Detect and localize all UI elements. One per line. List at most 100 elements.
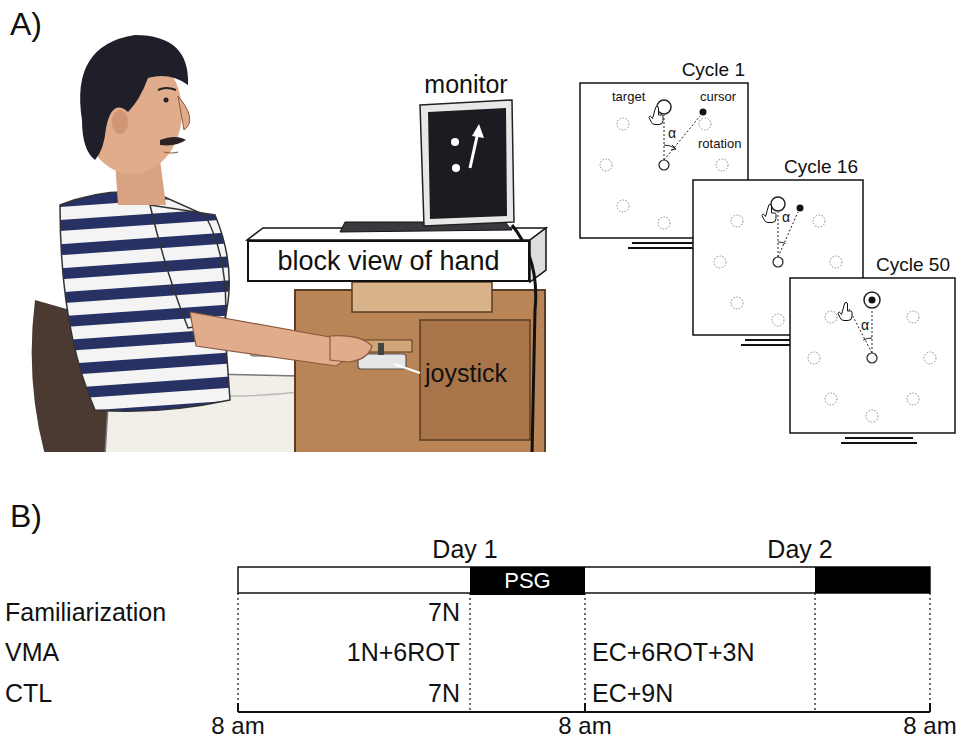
block-code: EC+6ROT+3N — [592, 640, 755, 665]
box-label: block view of hand — [277, 248, 499, 275]
screen-arrow — [470, 132, 478, 168]
joystick-stick — [378, 343, 384, 355]
screen-cycle-16-drawing — [830, 256, 842, 268]
screen-cycle-1-drawing — [600, 159, 612, 171]
block-code: 7N — [428, 681, 460, 706]
cycle-heading: Cycle 1 — [682, 60, 745, 79]
screen-cycle-50-drawing — [872, 309, 873, 353]
row-label: Familiarization — [5, 600, 166, 625]
block-code: 7N — [428, 600, 460, 625]
hair — [80, 35, 188, 160]
screen-panel: Cycle 16 α — [693, 156, 863, 335]
hand — [330, 336, 372, 362]
angle-symbol: α — [668, 126, 676, 140]
laptop-bezel — [420, 100, 514, 226]
screen-cycle-1-drawing — [658, 217, 670, 229]
angle-symbol: α — [782, 210, 790, 224]
striped-shirt — [13, 181, 288, 426]
day-heading: Day 1 — [432, 537, 497, 562]
mouth — [164, 152, 178, 153]
screen-cycle-1-drawing — [632, 242, 700, 244]
screen-cycle-50-drawing — [907, 311, 919, 323]
screen-cycle-1-drawing — [657, 100, 671, 114]
panel-letter: A) — [10, 8, 42, 40]
screen-cycle-16-drawing — [731, 215, 743, 227]
eyebrow — [158, 88, 176, 90]
forearm — [190, 312, 352, 366]
striped-shirt — [14, 205, 274, 234]
screen-cycle-1-drawing — [617, 200, 629, 212]
screen-cycle-50-drawing — [841, 442, 917, 444]
timeline-dotted-divider — [814, 593, 815, 712]
band-label: PSG — [504, 570, 550, 592]
row-label: VMA — [5, 640, 59, 665]
day-heading: Day 2 — [767, 537, 832, 562]
screen-cycle-50-drawing — [790, 278, 955, 443]
timeline-dotted-divider — [238, 593, 930, 712]
screen-cycle-50-drawing — [838, 303, 852, 321]
screen-cycle-50-drawing — [863, 338, 872, 340]
time-axis — [929, 703, 931, 712]
striped-shirt — [26, 373, 286, 402]
screen-dot — [451, 138, 459, 146]
screen-cycle-50-drawing — [907, 393, 919, 405]
screen-cycle-16-drawing — [773, 257, 783, 267]
person-at-desk-illustration — [13, 35, 546, 452]
striped-shirt — [19, 277, 279, 306]
timeline-dotted-divider — [469, 593, 470, 712]
screen-cycle-50-drawing — [825, 393, 837, 405]
cycle-heading: Cycle 50 — [876, 255, 950, 274]
view-blocker-box: block view of hand — [247, 240, 530, 282]
screen-cycle-1-drawing — [649, 107, 663, 125]
screen-cycle-16-drawing — [771, 197, 785, 211]
striped-shirt — [16, 229, 276, 258]
time-axis — [237, 703, 239, 712]
sleep-band: PSG — [470, 567, 585, 595]
time-axis — [238, 703, 930, 712]
screen-cycle-50-drawing — [790, 278, 955, 433]
screen-cycle-1-drawing — [664, 116, 700, 160]
wooden-stand — [352, 282, 492, 312]
screen-cycle-50-drawing — [825, 311, 837, 323]
screen-cycle-16-drawing — [762, 205, 776, 223]
screen-cycle-16-drawing — [731, 297, 743, 309]
rotation-label: rotation — [698, 137, 741, 150]
screen-cycle-16-drawing — [778, 212, 779, 257]
ear — [112, 110, 128, 134]
block-side-face — [530, 228, 546, 282]
timeline-dotted-divider — [584, 593, 585, 712]
screen-cycle-1-drawing — [664, 115, 665, 160]
screen-arrowhead — [472, 124, 484, 138]
part-name: monitor — [424, 72, 507, 97]
target-label: target — [612, 90, 645, 103]
laptop-screen — [428, 108, 507, 219]
screen-cycle-1-drawing — [659, 160, 669, 170]
screen-cycle-1-drawing — [671, 145, 676, 150]
screen-cycle-1-drawing — [699, 118, 711, 130]
screen-cycle-16-drawing — [797, 205, 804, 212]
row-label: CTL — [5, 681, 52, 706]
time-tick-label: 8 am — [558, 714, 611, 738]
striped-shirt — [13, 180, 288, 426]
cycle-heading: Cycle 16 — [784, 157, 858, 176]
angle-symbol: α — [861, 318, 869, 332]
striped-shirt — [28, 397, 288, 426]
part-name: joystick — [425, 361, 507, 386]
timeline-dotted-divider — [929, 593, 930, 712]
sleeve-outline — [150, 205, 229, 328]
screen-cycle-50-drawing — [867, 353, 877, 363]
timeline-bar — [815, 567, 930, 593]
screen-dot — [452, 164, 460, 172]
desk-panel — [420, 320, 530, 440]
screen-cycle-50-drawing — [808, 352, 820, 364]
eye — [164, 98, 169, 103]
desk-cabinet — [295, 290, 545, 452]
screen-cycle-1-drawing — [700, 109, 707, 116]
screen-cycle-50-drawing — [864, 292, 880, 308]
screen-cycle-1-drawing — [617, 118, 629, 130]
panel-letter: B) — [10, 500, 42, 532]
screen-cycle-16-drawing — [778, 242, 786, 244]
screen-cycle-16-drawing — [714, 256, 726, 268]
time-tick-label: 8 am — [903, 714, 956, 738]
screen-cycle-16-drawing — [813, 215, 825, 227]
